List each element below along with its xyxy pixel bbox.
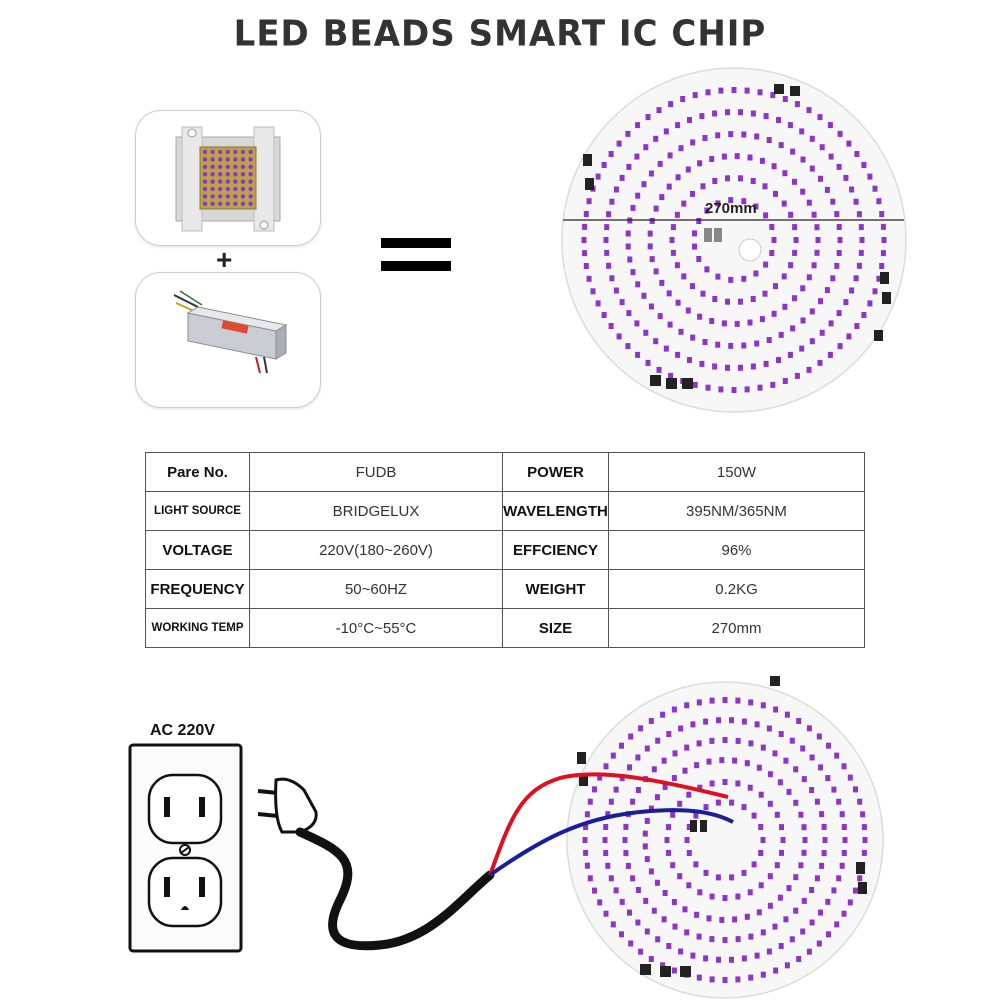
page-title: LED BEADS SMART IC CHIP	[233, 13, 767, 55]
spec-label-cell: FREQUENCY	[145, 569, 250, 609]
power-plug	[257, 777, 318, 834]
spec-label-cell: VOLTAGE	[145, 530, 250, 570]
plus-sign: +	[216, 244, 233, 275]
spec-value-cell: 150W	[608, 452, 865, 492]
outlet-voltage-label: AC 220V	[150, 722, 215, 739]
cob-led-chip-image	[175, 126, 281, 232]
blue-wire	[488, 808, 734, 877]
equals-bar-bottom	[381, 261, 451, 271]
spec-label-cell: EFFCIENCY	[502, 530, 609, 570]
spec-label-cell: WEIGHT	[502, 569, 609, 609]
led-board-bottom-image	[566, 676, 884, 999]
spec-value-cell: 50~60HZ	[249, 569, 503, 609]
spec-label-cell: POWER	[502, 452, 609, 492]
spec-label-cell: WORKING TEMP	[145, 608, 250, 648]
spec-value-cell: FUDB	[249, 452, 503, 492]
spec-value-cell: -10°C~55°C	[249, 608, 503, 648]
power-cable	[295, 827, 495, 951]
led-driver-image	[173, 290, 288, 374]
spec-label-cell: WAVELENGTH	[502, 491, 609, 531]
spec-value-cell: 96%	[608, 530, 865, 570]
spec-label-cell: Pare No.	[145, 452, 250, 492]
spec-label-cell: LIGHT SOURCE	[145, 491, 250, 531]
spec-value-cell: 270mm	[608, 608, 865, 648]
spec-value-cell: 220V(180~260V)	[249, 530, 503, 570]
spec-value-cell: 395NM/365NM	[608, 491, 865, 531]
spec-value-cell: 0.2KG	[608, 569, 865, 609]
dimension-label: 270mm	[705, 200, 757, 217]
red-wire	[488, 772, 729, 876]
spec-label-cell: SIZE	[502, 608, 609, 648]
wall-outlet	[128, 743, 243, 953]
equals-bar-top	[381, 238, 451, 248]
cob-led-chip-card	[135, 110, 321, 246]
spec-value-cell: BRIDGELUX	[249, 491, 503, 531]
led-driver-card	[135, 272, 321, 408]
